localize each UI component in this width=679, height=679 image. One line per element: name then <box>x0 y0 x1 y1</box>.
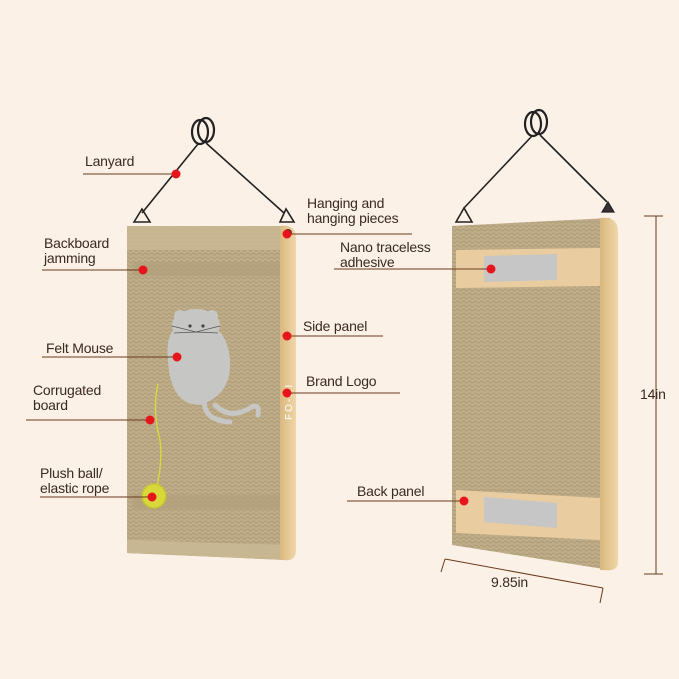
marker-felt-mouse <box>172 352 182 362</box>
marker-plush-ball <box>147 492 157 502</box>
hanging-piece-right <box>278 207 296 223</box>
front-board: FO-HI <box>127 116 296 561</box>
label-side-panel: Side panel <box>303 318 368 334</box>
callout-markers <box>138 169 496 506</box>
label-nano-adhesive: Nano traceless adhesive <box>340 239 431 270</box>
hanging-ring-icon <box>523 108 549 138</box>
back-board <box>452 108 618 571</box>
marker-corrugated-board <box>145 415 155 425</box>
nano-adhesive-pad-bottom <box>484 497 557 528</box>
dimension-width <box>440 558 604 604</box>
back-side-panel <box>600 217 618 571</box>
label-hanging-pieces: Hanging and hanging pieces <box>307 195 399 226</box>
brand-logo: FO-HI <box>284 383 295 420</box>
label-lanyard: Lanyard <box>85 153 135 169</box>
lanyard-rope-left <box>141 143 199 214</box>
elastic-rope <box>154 383 162 495</box>
marker-side-panel <box>282 331 292 341</box>
leader-lines <box>26 173 490 502</box>
marker-hanging-pieces <box>282 229 292 239</box>
label-corrugated-board: Corrugated board <box>33 382 102 413</box>
dimension-width-label: 9.85in <box>491 574 528 590</box>
marker-lanyard <box>171 169 181 179</box>
hanging-ring-icon <box>190 116 216 146</box>
lanyard-rope-right <box>205 142 285 214</box>
bottom-jamming-strip <box>133 495 280 509</box>
label-back-panel: Back panel <box>357 483 425 499</box>
dimension-height <box>644 215 663 575</box>
dimension-height-label: 14in <box>640 386 666 402</box>
nano-adhesive-pad-top <box>484 254 557 282</box>
mouse-icon <box>167 309 261 425</box>
marker-nano-adhesive <box>486 264 496 274</box>
back-corrugated-board <box>452 218 610 570</box>
marker-brand-logo <box>282 388 292 398</box>
label-backboard-jamming: Backboard jamming <box>44 235 110 266</box>
hanging-piece-left <box>132 207 152 223</box>
marker-backboard-jamming <box>138 265 148 275</box>
backboard-jamming-strip <box>133 262 280 276</box>
label-felt-mouse: Felt Mouse <box>46 340 114 356</box>
label-brand-logo: Brand Logo <box>306 373 377 389</box>
marker-back-panel <box>459 496 469 506</box>
label-plush-ball: Plush ball/ elastic rope <box>40 465 110 496</box>
